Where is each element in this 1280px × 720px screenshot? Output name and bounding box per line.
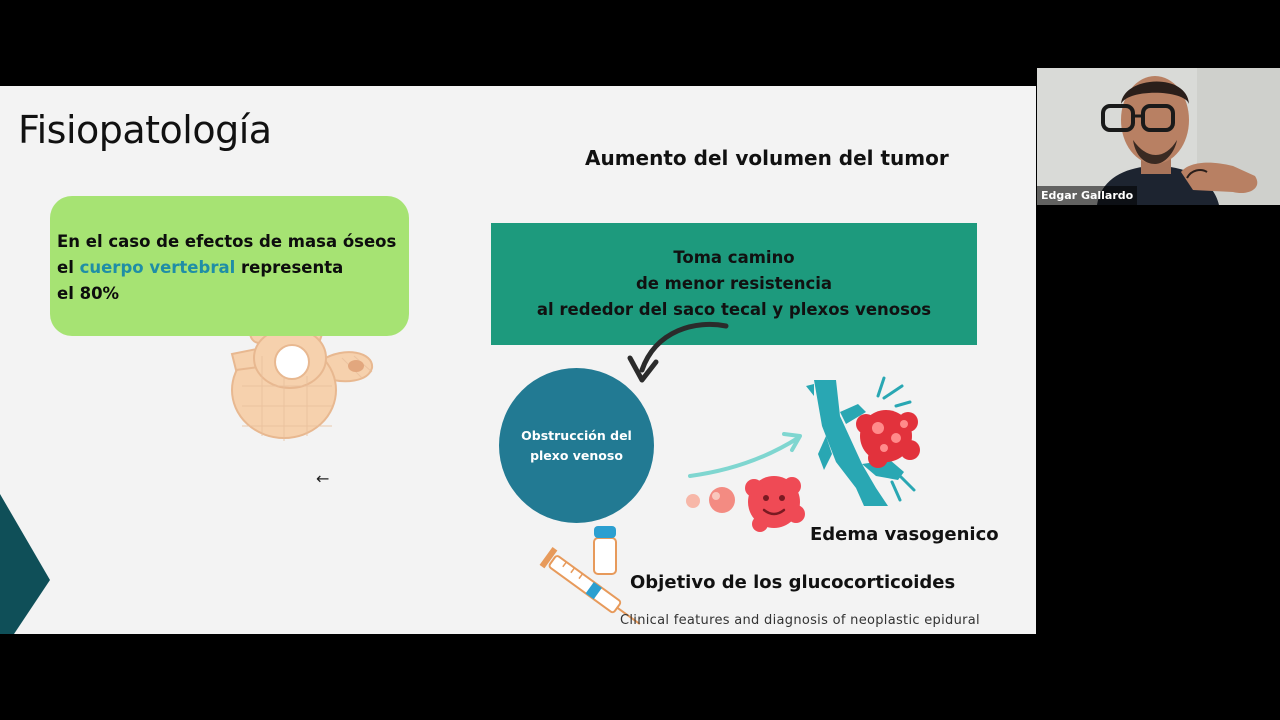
syringe-vial-illustration: [539, 526, 641, 625]
objective-label: Objetivo de los glucocorticoides: [630, 572, 956, 593]
green-box-line-1: En el caso de efectos de masa óseos: [57, 232, 397, 251]
participant-video-tile[interactable]: Edgar Gallardo: [1037, 68, 1280, 205]
participant-name-label: Edgar Gallardo: [1037, 186, 1138, 205]
slide-subtitle: Aumento del volumen del tumor: [585, 146, 949, 170]
participant-video-feed: [1037, 68, 1280, 205]
green-box-line-2: el cuerpo vertebral representa: [57, 255, 396, 281]
highlight-cuerpo-vertebral: cuerpo vertebral: [79, 258, 236, 277]
slide-title: Fisiopatología: [18, 108, 272, 152]
vessel-tumor-illustration: [806, 376, 920, 506]
teal-box-line-2: de menor resistencia: [635, 274, 833, 293]
tumor-growth-illustration: [686, 432, 805, 532]
vertebra-illustration: [230, 294, 374, 441]
venous-plexus-circle: Obstrucción del plexo venoso: [499, 368, 654, 523]
green-box-line-2-prefix: el: [57, 258, 80, 277]
arrow-cursor-icon: ←: [316, 469, 330, 488]
citation-text: Clinical features and diagnosis of neopl…: [620, 613, 980, 628]
green-box-line-2-suffix: representa: [235, 258, 344, 277]
decorative-corner-shape: [0, 494, 50, 634]
info-box-green: En el caso de efectos de masa óseos el c…: [50, 196, 409, 336]
curved-arrow-icon: [627, 321, 729, 383]
green-box-line-3: el 80%: [57, 284, 120, 303]
presentation-slide: Fisiopatología Aumento del volumen del t…: [0, 86, 1036, 634]
green-box-text: En el caso de efectos de masa óseos el c…: [57, 229, 396, 307]
teal-box-line-1: Toma camino: [673, 248, 795, 267]
info-box-teal: Toma camino de menor resistencia al rede…: [491, 223, 977, 345]
circle-line-2: plexo venoso: [530, 447, 623, 463]
teal-box-line-3: al rededor del saco tecal y plexos venos…: [536, 300, 932, 319]
circle-line-1: Obstrucción del: [521, 427, 632, 443]
edema-label: Edema vasogenico: [810, 524, 999, 545]
